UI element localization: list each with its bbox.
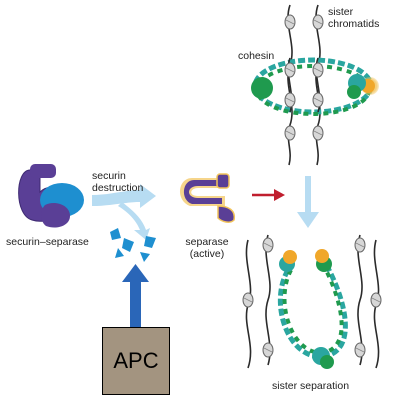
separase-active-label: separase (active) xyxy=(185,236,229,260)
securin-destruction-label: securin destruction xyxy=(92,170,144,194)
sister-separation-label: sister separation xyxy=(272,380,350,392)
red-arrow xyxy=(252,189,285,201)
apc-box: APC xyxy=(102,327,170,395)
sister-chromatids-label: sister chromatids xyxy=(328,6,380,30)
apc-label: APC xyxy=(113,348,159,373)
apc-activation-arrow xyxy=(122,264,149,328)
securin-separase-label: securin–separase xyxy=(6,236,89,248)
securin-destruction-arrow xyxy=(92,184,156,240)
cohesin-label: cohesin xyxy=(238,50,275,62)
securin-fragments xyxy=(110,228,156,262)
cleavage-down-arrow xyxy=(297,176,319,228)
separase-active xyxy=(180,173,236,223)
separated-sisters xyxy=(242,234,382,369)
securin-separase-complex xyxy=(18,164,84,228)
cohesin-ring-top xyxy=(251,4,379,166)
